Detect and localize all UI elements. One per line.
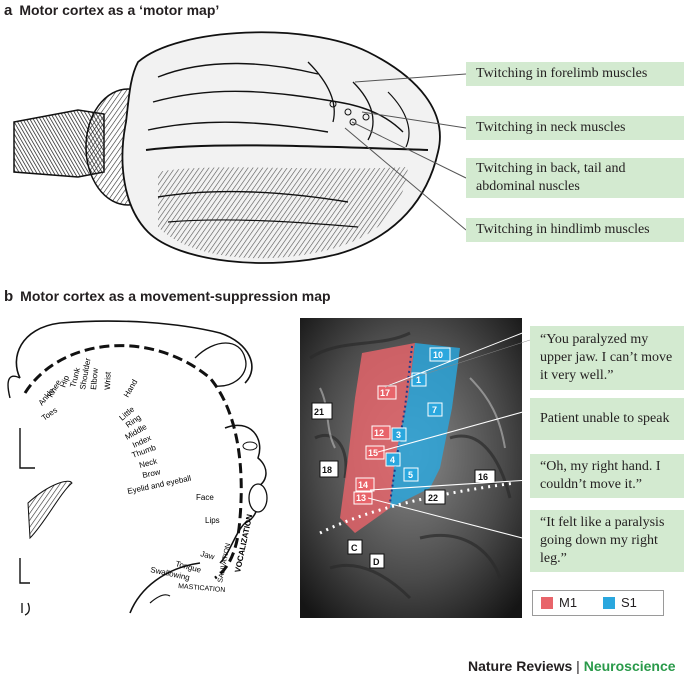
quote-upper-jaw: “You paralyzed my upper jaw. I can’t mov… <box>530 326 684 390</box>
rodent-brain-illustration <box>13 31 441 264</box>
panel-b-letter: b <box>4 288 14 305</box>
journal-section: Neuroscience <box>583 658 676 674</box>
journal-name: Nature Reviews <box>468 658 573 674</box>
tag-18: 18 <box>322 465 332 475</box>
footer-separator: | <box>576 658 580 674</box>
callout-neck: Twitching in neck muscles <box>466 116 684 140</box>
tag-10: 10 <box>433 350 443 360</box>
legend: M1 S1 <box>532 590 664 616</box>
label-face: Face <box>196 493 214 502</box>
tag-22: 22 <box>428 493 438 503</box>
tag-12: 12 <box>374 428 384 438</box>
panel-a-title: a Motor cortex as a ‘motor map’ <box>4 2 219 19</box>
panel-a-letter: a <box>4 2 13 19</box>
quote-right-leg: “It felt like a paralysis going down my … <box>530 510 684 572</box>
tag-7: 7 <box>432 405 437 415</box>
tag-13: 13 <box>356 493 366 503</box>
label-wrist: Wrist <box>103 371 113 390</box>
label-brow: Brow <box>142 467 162 480</box>
tag-d: D <box>373 557 380 567</box>
tag-15: 15 <box>368 448 378 458</box>
tag-21: 21 <box>314 407 324 417</box>
legend-m1-swatch <box>541 597 553 609</box>
motor-homunculus-diagram: Toes Ankle Knee Hip Trunk Shoulder Elbow… <box>7 320 268 616</box>
tag-14: 14 <box>358 480 368 490</box>
callout-hindlimb: Twitching in hindlimb muscles <box>466 218 684 242</box>
label-elbow: Elbow <box>89 367 100 390</box>
tag-c: C <box>351 543 358 553</box>
callout-forelimb: Twitching in forelimb muscles <box>466 62 684 86</box>
label-jaw: Jaw <box>199 549 215 561</box>
panel-b-title: b Motor cortex as a movement-suppression … <box>4 288 331 305</box>
cortex-photo: 10 1 17 7 12 3 15 4 14 5 13 16 18 21 22 … <box>300 318 522 618</box>
tag-16: 16 <box>478 472 488 482</box>
tag-3: 3 <box>396 430 401 440</box>
tag-4: 4 <box>390 455 395 465</box>
quote-unable-to-speak: Patient unable to speak <box>530 398 684 440</box>
tag-5: 5 <box>408 470 413 480</box>
label-hip: Hip <box>58 374 71 389</box>
s1-region <box>390 343 460 508</box>
tag-1: 1 <box>416 375 421 385</box>
callout-back-tail: Twitching in back, tail and abdominal nu… <box>466 158 684 198</box>
panel-b-leader-lines <box>367 329 531 541</box>
panel-b-heading: Motor cortex as a movement-suppression m… <box>20 288 331 304</box>
legend-s1-label: S1 <box>621 595 637 610</box>
label-mastication: MASTICATION <box>178 583 226 594</box>
panel-a-heading: Motor cortex as a ‘motor map’ <box>19 2 220 18</box>
legend-s1-swatch <box>603 597 615 609</box>
panel-a-leader-lines <box>344 73 467 231</box>
journal-footer: Nature Reviews | Neuroscience <box>468 658 676 674</box>
quote-right-hand: “Oh, my right hand. I couldn’t move it.” <box>530 454 684 498</box>
legend-m1-label: M1 <box>559 595 578 610</box>
label-lips: Lips <box>205 516 220 525</box>
tag-17: 17 <box>380 388 390 398</box>
